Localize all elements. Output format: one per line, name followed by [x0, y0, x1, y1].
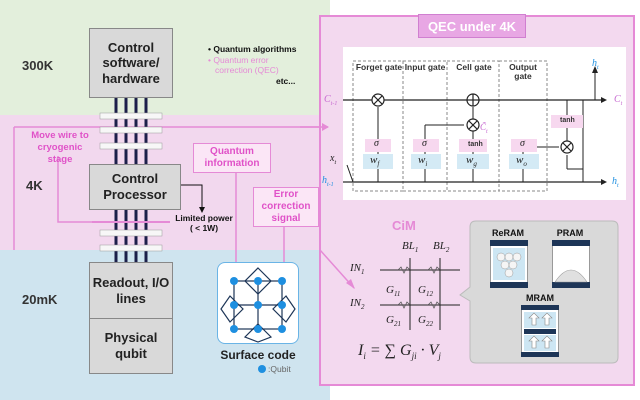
error-correction-signal-box: Error correction signal [253, 187, 319, 227]
control-software-box: Control software/ hardware [89, 28, 173, 98]
cim-crossbar [380, 258, 460, 330]
qubit-legend-text: :Qubit [268, 364, 291, 374]
label-c-t: Ct [614, 94, 623, 107]
in1-label: IN1 [350, 262, 365, 277]
weight-wg: wg [466, 154, 477, 169]
label-c-tilde: C̃t [480, 122, 488, 135]
bl2-label: BL2 [433, 240, 450, 255]
weight-wi: wi [418, 154, 428, 169]
sigma-output: σ [520, 138, 525, 149]
physical-qubit-box: Physical qubit [89, 318, 173, 374]
bullet-qec-line1: • Quantum error [208, 54, 269, 65]
bullet-etc: etc... [276, 75, 296, 86]
tanh-output: tanh [560, 117, 575, 124]
cim-title: CiM [392, 218, 416, 233]
pram-icon [552, 240, 590, 288]
limited-power-note: Limited power ( < 1W) [171, 213, 237, 233]
g21-label: G21 [386, 314, 401, 329]
move-wire-note: Move wire to cryogenic stage [31, 130, 89, 165]
mram-title: MRAM [526, 293, 554, 303]
qec-title: QEC under 4K [418, 14, 526, 38]
bullet-list: • Quantum algorithms • Quantum error cor… [208, 44, 323, 87]
tanh-cell: tanh [468, 141, 483, 148]
pram-title: PRAM [556, 228, 584, 238]
gate-label-forget: Forget gate [355, 62, 403, 72]
qubit-legend: :Qubit [258, 364, 291, 374]
reram-icon [490, 240, 528, 288]
weight-wf: wf [370, 154, 380, 169]
zone-label-4k: 4K [26, 178, 43, 193]
label-c-prev: Ct-1 [324, 94, 338, 107]
gate-label-input: Input gate [404, 62, 446, 72]
label-h-prev: ht-1 [322, 175, 334, 188]
g12-label: G12 [418, 284, 433, 299]
bl1-label: BL1 [402, 240, 419, 255]
bullet-quantum-algorithms: • Quantum algorithms [208, 44, 297, 54]
zone-label-20mk: 20mK [22, 292, 58, 307]
reram-title: ReRAM [491, 228, 524, 238]
limited-power-sub: ( < 1W) [189, 223, 219, 234]
sigma-forget: σ [374, 138, 379, 149]
surface-code-lattice [220, 267, 296, 343]
readout-box: Readout, I/O lines [89, 262, 173, 318]
in2-label: IN2 [350, 297, 365, 312]
qubit-dot-icon [258, 365, 266, 373]
lstm-diagram [343, 60, 607, 192]
g11-label: G11 [386, 284, 401, 299]
sigma-input: σ [422, 138, 427, 149]
weight-wo: wo [516, 154, 527, 169]
label-h-right: ht [612, 176, 619, 189]
label-x-t: xt [330, 153, 337, 166]
gate-label-cell: Cell gate [456, 62, 492, 72]
mram-icon [521, 305, 559, 357]
cim-formula: Ii = ∑ Gji · Vj [358, 342, 441, 362]
limited-power-text: Limited power [175, 213, 233, 223]
quantum-information-box: Quantum information [193, 143, 271, 173]
g22-label: G22 [418, 314, 433, 329]
gate-label-output: Output gate [509, 62, 537, 82]
surface-code-label: Surface code [220, 348, 296, 362]
label-h-top: ht [592, 58, 599, 71]
control-processor-box: Control Processor [89, 164, 181, 210]
bullet-qec-line2: correction (QEC) [215, 65, 279, 76]
zone-label-300k: 300K [22, 58, 54, 73]
